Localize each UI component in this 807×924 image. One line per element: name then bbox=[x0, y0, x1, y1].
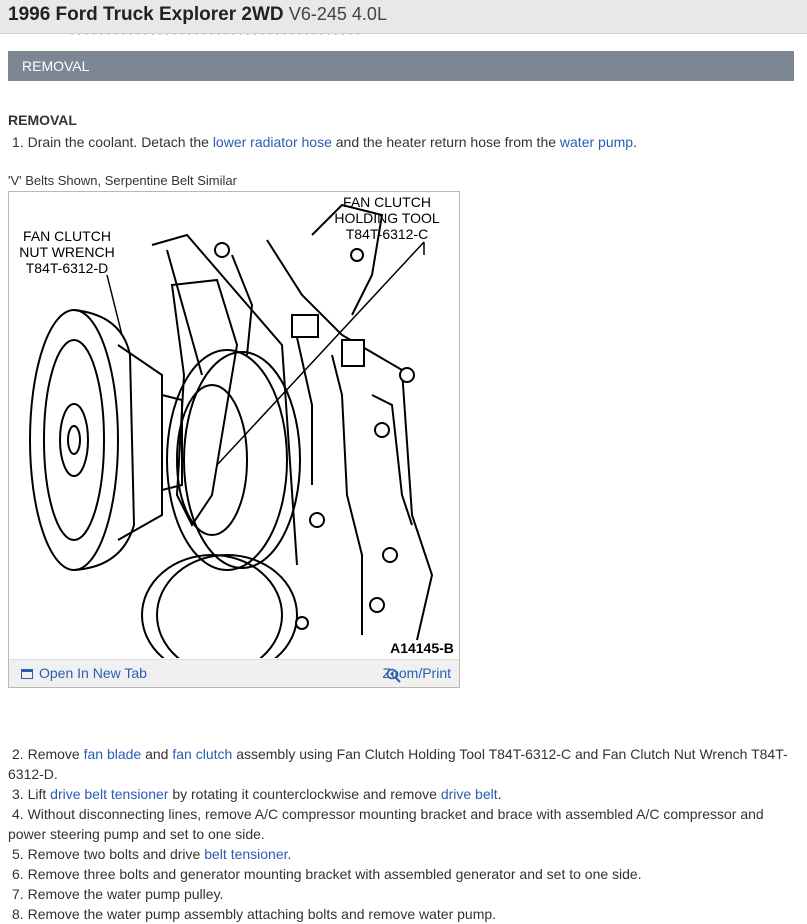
step-2: 2. Remove fan blade and fan clutch assem… bbox=[8, 746, 788, 782]
holding-tool-label-line1: FAN CLUTCH bbox=[343, 195, 431, 210]
removal-heading: REMOVAL bbox=[8, 112, 77, 128]
scrolled-cutoff-text: · · · · · · · · · · · · · · · · · · · · … bbox=[0, 34, 807, 40]
figure-code: A14145-B bbox=[390, 640, 454, 656]
drive-belt-link[interactable]: drive belt bbox=[440, 786, 498, 802]
vehicle-model: 1996 Ford Truck Explorer 2WD bbox=[8, 4, 284, 25]
magnifier-icon bbox=[386, 668, 401, 683]
figure-caption: 'V' Belts Shown, Serpentine Belt Similar bbox=[8, 173, 237, 188]
diagram-figure: FAN CLUTCH NUT WRENCH T84T-6312-D FAN CL… bbox=[8, 191, 460, 688]
title-bar: 1996 Ford Truck Explorer 2WD V6-245 4.0L bbox=[0, 0, 807, 34]
lower-radiator-hose-link[interactable]: lower radiator hose bbox=[212, 134, 332, 150]
open-in-new-tab-link[interactable]: Open In New Tab bbox=[21, 665, 147, 681]
open-new-tab-icon bbox=[21, 669, 33, 679]
drive-belt-tensioner-link[interactable]: drive belt tensioner bbox=[50, 786, 169, 802]
step-4: 4. Without disconnecting lines, remove A… bbox=[8, 806, 764, 842]
step-3: 3. Lift drive belt tensioner by rotating… bbox=[12, 786, 502, 802]
holding-tool bbox=[170, 278, 239, 527]
belt-tensioner-link[interactable]: belt tensioner bbox=[204, 846, 288, 862]
holding-tool-label-line2: HOLDING TOOL bbox=[334, 210, 440, 226]
wrench-label-line3: T84T-6312-D bbox=[26, 260, 108, 276]
step-5: 5. Remove two bolts and drive belt tensi… bbox=[12, 846, 292, 862]
step-6: 6. Remove three bolts and generator moun… bbox=[12, 866, 642, 882]
fan-clutch-link[interactable]: fan clutch bbox=[172, 746, 233, 762]
step-1: 1. Drain the coolant. Detach the lower r… bbox=[12, 134, 637, 150]
fan-clutch-diagram[interactable]: FAN CLUTCH NUT WRENCH T84T-6312-D FAN CL… bbox=[12, 195, 457, 658]
figure-toolbar: Open In New Tab Zoom/Print bbox=[9, 659, 459, 687]
water-pump-link[interactable]: water pump bbox=[559, 134, 634, 150]
page-title: 1996 Ford Truck Explorer 2WD V6-245 4.0L bbox=[8, 4, 387, 26]
section-header: REMOVAL bbox=[8, 51, 794, 81]
zoom-print-link[interactable]: Zoom/Print bbox=[382, 665, 451, 683]
holding-tool-label-line3: T84T-6312-C bbox=[346, 226, 428, 242]
step-7: 7. Remove the water pump pulley. bbox=[12, 886, 224, 902]
wrench-label-line2: NUT WRENCH bbox=[19, 244, 114, 260]
fan-blade-link[interactable]: fan blade bbox=[83, 746, 142, 762]
step-8: 8. Remove the water pump assembly attach… bbox=[12, 906, 497, 922]
engine-spec: V6-245 4.0L bbox=[288, 4, 387, 24]
wrench-label-line1: FAN CLUTCH bbox=[23, 228, 111, 244]
lower-pulley bbox=[141, 554, 283, 658]
upper-pulley bbox=[166, 349, 288, 571]
